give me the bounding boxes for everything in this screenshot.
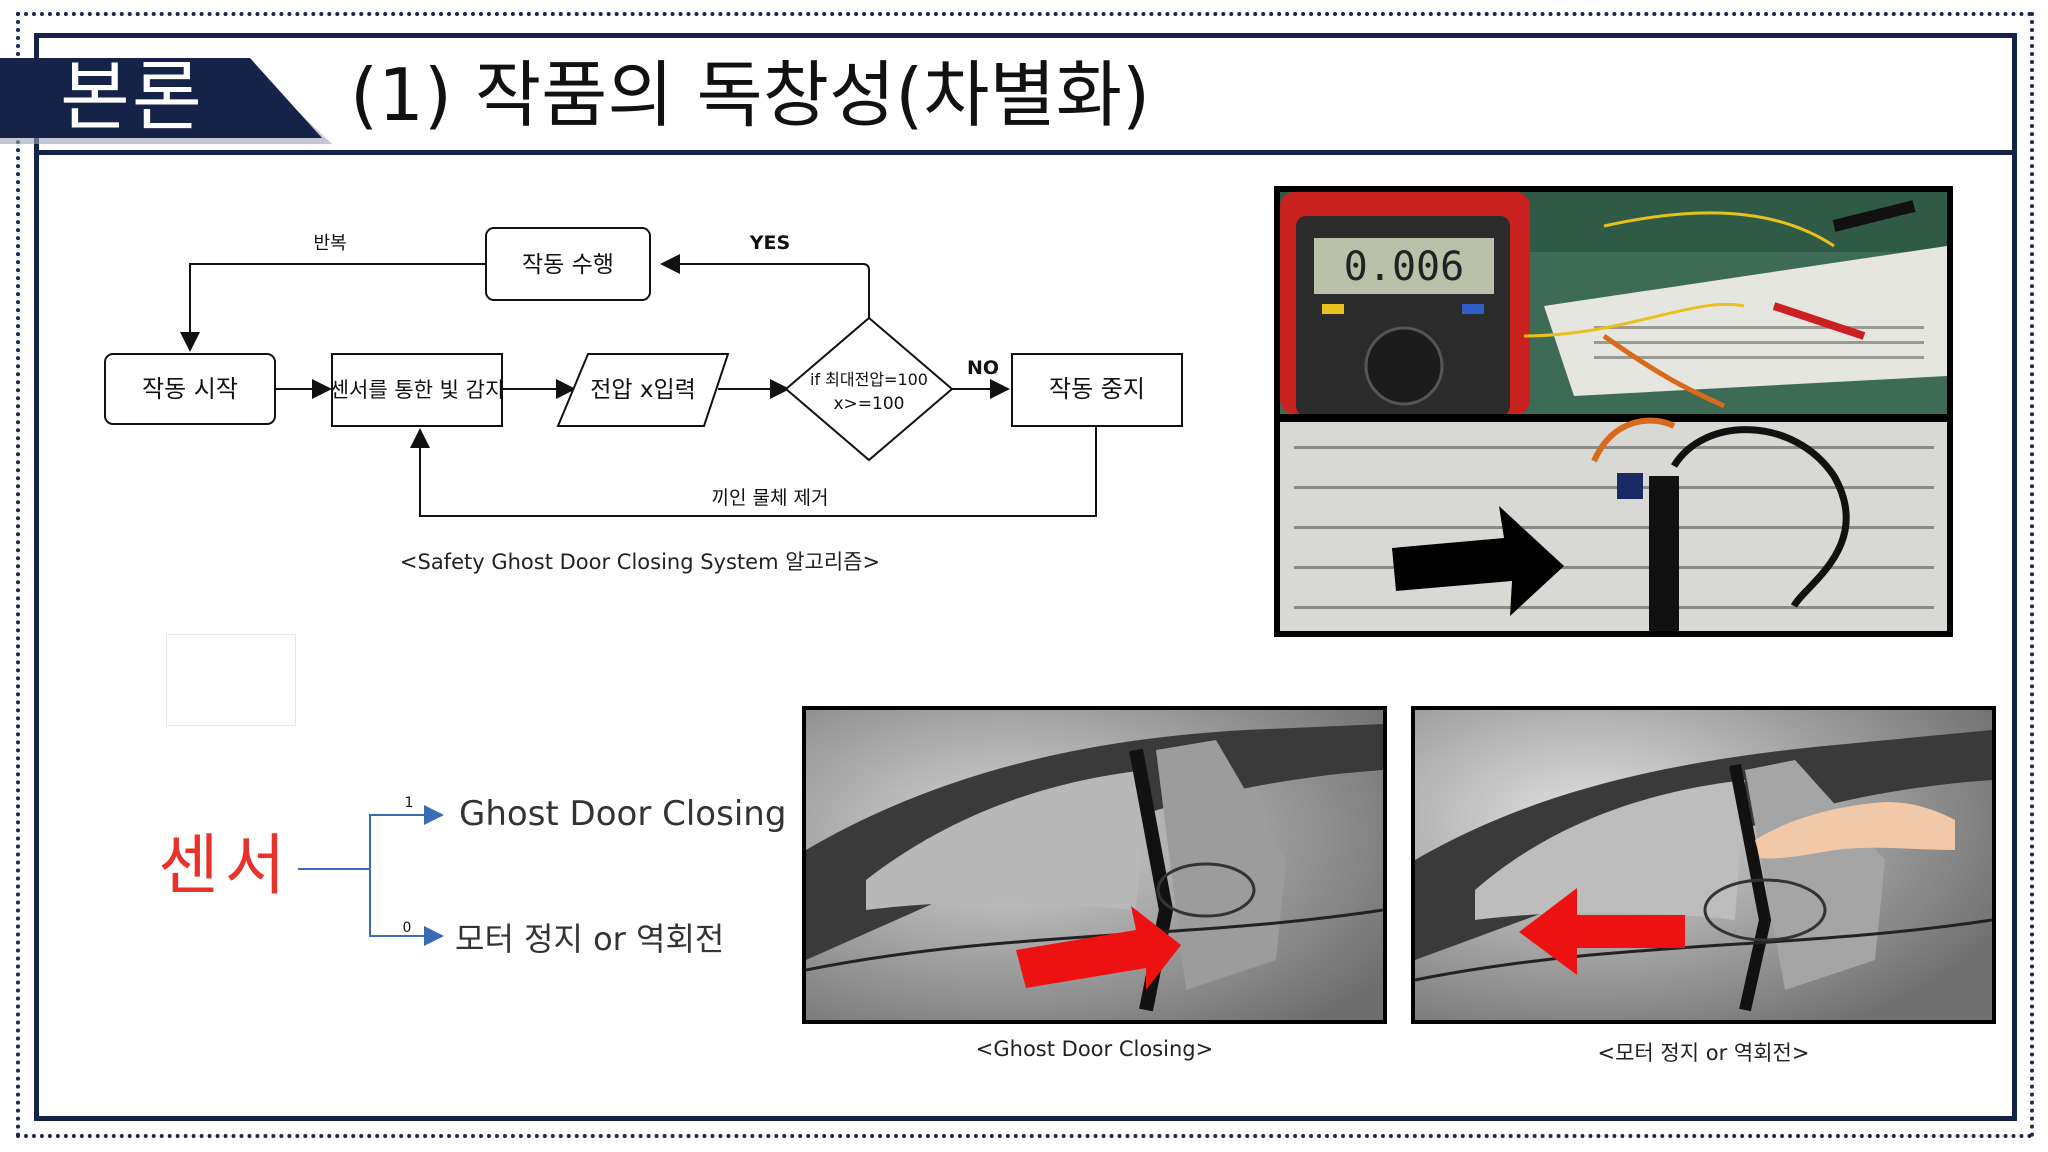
node-sense-label: 센서를 통한 빛 감지 [330,378,505,402]
branch-0-label: 모터 정지 or 역회전 [455,920,725,958]
edge-yes-label: YES [749,232,790,254]
node-decision-label-2: x>=100 [834,394,905,414]
slide-outer-dotted-border [16,12,2034,1138]
motor-reverse-photo [1411,706,1996,1024]
branch-1-value: 1 [405,795,414,811]
hand-icon [1755,802,1955,859]
edge-repeat-label: 반복 [313,233,346,254]
node-stop-label: 작동 중지 [1049,375,1145,403]
node-sense [331,353,503,427]
empty-placeholder-box [166,634,296,726]
caption-motor-reverse: <모터 정지 or 역회전> [1597,1041,1810,1065]
edge-no-label: NO [967,357,999,379]
sensor-branch-diagram: 1 0 [298,795,444,946]
algorithm-flowchart: 작동 시작 센서를 통한 빛 감지 전압 x입력 if 최대전압=100 x>=… [104,227,1183,517]
ghost-door-closing-photo [802,706,1387,1024]
branch-1-line [369,805,444,869]
flowchart-caption: <Safety Ghost Door Closing System 알고리즘> [399,550,881,574]
section-label: 본론 [60,52,204,141]
edge-remove-label: 끼인 물체 제거 [712,487,829,509]
header-rule [34,150,2017,155]
right-arrow-icon [1016,906,1181,990]
node-decision-label-1: if 최대전압=100 [810,370,928,389]
left-arrow-icon [1519,888,1685,975]
multimeter-reading: 0.006 [1344,244,1464,290]
node-stop [1011,353,1183,427]
node-perform [485,227,651,301]
caption-ghost-door-closing: <Ghost Door Closing> [975,1037,1214,1061]
node-input [556,353,730,427]
node-start [104,353,276,425]
multimeter-breadboard-photo: 0.006 [1274,186,1953,637]
edge-repeat [180,263,486,352]
branch-0-value: 0 [403,920,412,936]
node-perform-label: 작동 수행 [522,252,614,278]
section-tab-shape [0,58,332,144]
sensor-label: 센서 [158,827,292,904]
edge-yes [660,254,870,320]
edge-remove [410,426,1097,517]
page-title: (1) 작품의 독창성(차별화) [350,53,1151,137]
node-decision [784,316,954,462]
node-start-label: 작동 시작 [142,375,238,403]
branch-1-label: Ghost Door Closing [459,794,787,834]
node-input-label: 전압 x입력 [590,377,696,403]
branch-0-line [369,869,444,946]
slide-inner-border [34,33,2017,1121]
